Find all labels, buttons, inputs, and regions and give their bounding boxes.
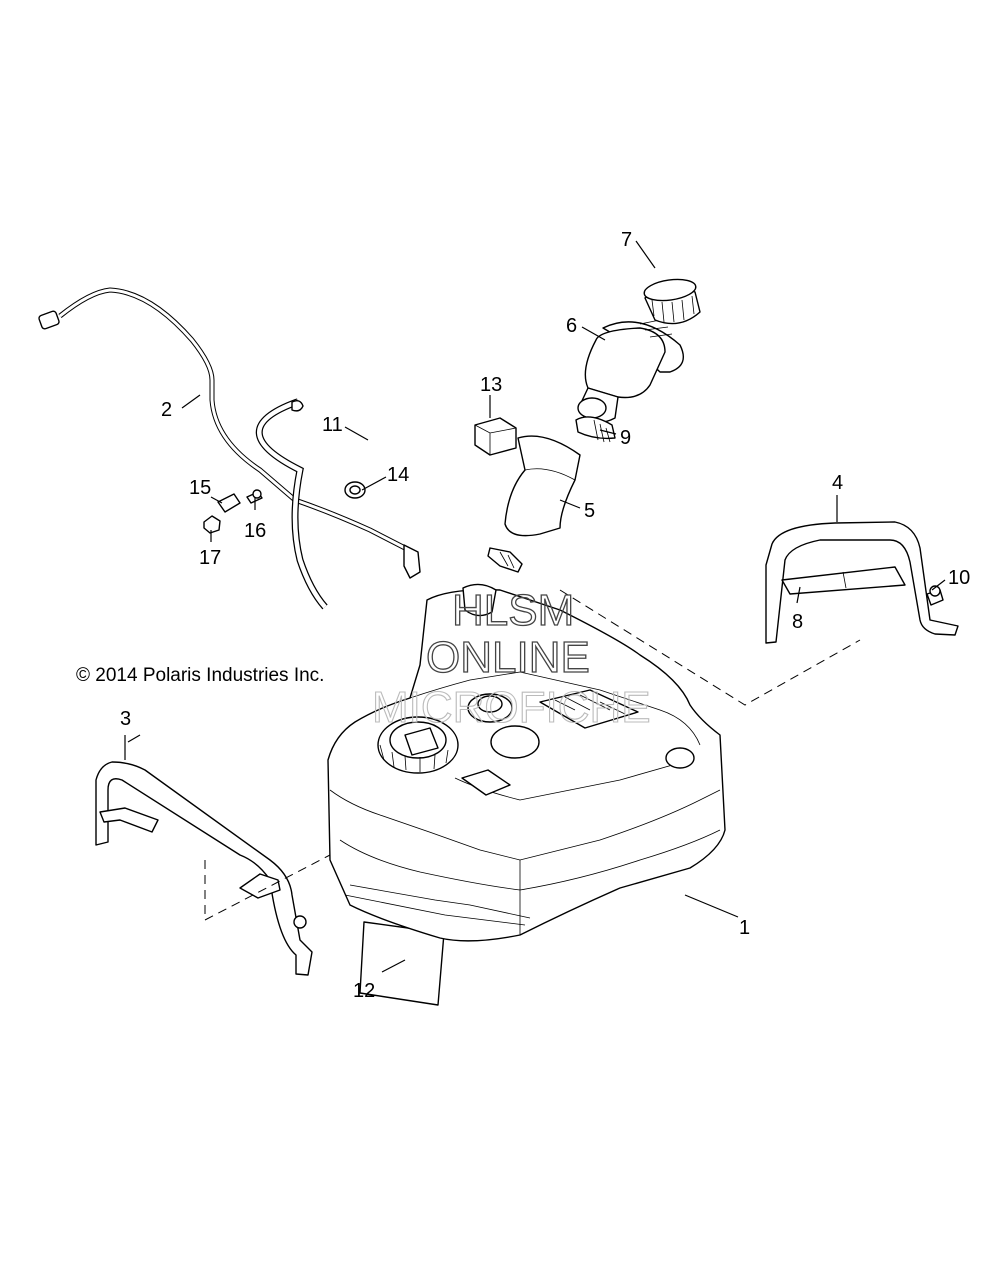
callout-13: 13 — [480, 374, 502, 396]
nut-part — [203, 515, 221, 534]
leader-lines — [124, 240, 946, 973]
watermark-line-1: HLSM — [452, 586, 574, 635]
callout-3: 3 — [120, 708, 131, 730]
small-clamp-part — [487, 547, 523, 573]
callout-14: 14 — [387, 464, 409, 486]
hose-end — [291, 399, 304, 412]
guide-line — [559, 589, 861, 706]
callout-6: 6 — [566, 315, 577, 337]
callout-16: 16 — [244, 520, 266, 542]
hose-clamp-part — [344, 481, 366, 499]
callout-5: 5 — [584, 500, 595, 522]
callout-12: 12 — [353, 980, 375, 1002]
filler-hose-part — [504, 435, 581, 537]
callout-17: 17 — [199, 547, 221, 569]
callout-7: 7 — [621, 229, 632, 251]
filler-neck-part — [577, 319, 684, 424]
callout-1: 1 — [739, 917, 750, 939]
callout-4: 4 — [832, 472, 843, 494]
strap-right-part — [765, 521, 959, 644]
strap-left-part — [95, 761, 313, 976]
callout-9: 9 — [620, 427, 631, 449]
watermark-line-3: MICROFICHE — [372, 683, 651, 732]
callout-11: 11 — [322, 414, 343, 436]
callout-2: 2 — [161, 399, 172, 421]
vent-hose-part — [255, 398, 328, 610]
bolt-part — [926, 585, 944, 606]
clip-part — [217, 493, 241, 513]
fuel-tank-part — [327, 583, 726, 942]
fuel-line-part — [38, 287, 421, 579]
callout-15: 15 — [189, 477, 211, 499]
guide-line — [204, 854, 331, 921]
copyright-text: © 2014 Polaris Industries Inc. — [76, 665, 324, 686]
watermark-line-2: ONLINE — [426, 633, 590, 682]
neck-clamp-part — [575, 416, 616, 443]
callout-8: 8 — [792, 611, 803, 633]
fuel-cap-part — [643, 278, 701, 325]
foam-block-part — [474, 417, 517, 456]
callout-10: 10 — [948, 567, 970, 589]
